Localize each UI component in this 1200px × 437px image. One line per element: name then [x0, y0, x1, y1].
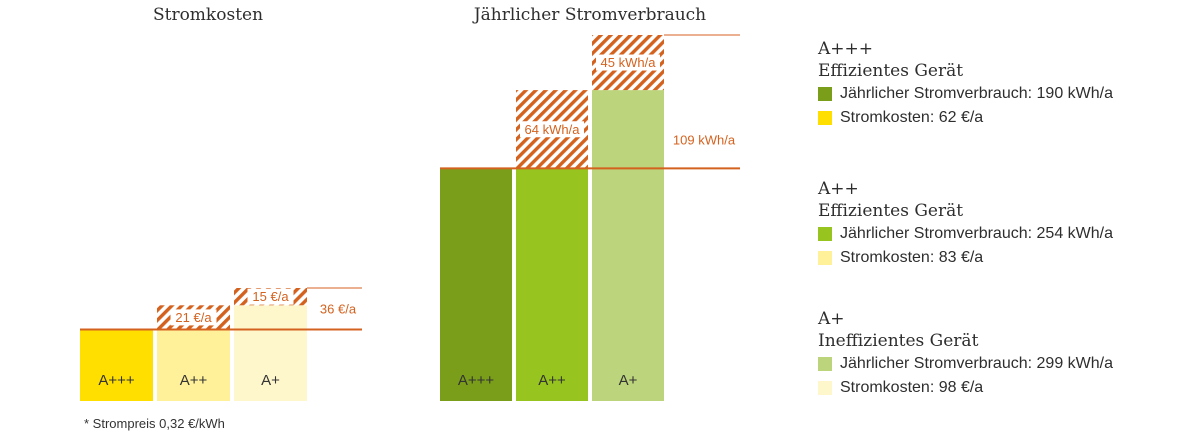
legend-group-a1plus: A+ Ineffizientes Gerät Jährlicher Stromv… [818, 308, 1188, 400]
legend-item-cost: Stromkosten: 83 €/a [818, 246, 1188, 270]
category-label: A+++ [458, 372, 495, 389]
legend-group-a3plus: A+++ Effizientes Gerät Jährlicher Stromv… [818, 38, 1188, 130]
legend-swatch-consumption [818, 357, 832, 371]
category-label: A++ [538, 372, 566, 389]
category-label: A++ [180, 372, 208, 389]
bar-upper-fill [234, 305, 307, 330]
total-difference-label: 109 kWh/a [673, 132, 736, 147]
category-label: A+ [261, 372, 280, 389]
legend-item-label: Stromkosten: 62 €/a [840, 109, 984, 126]
legend-subtitle: Ineffizientes Gerät [818, 331, 979, 351]
bar-Aplusplusplus [80, 329, 153, 401]
bar-Aplusplus [157, 329, 230, 401]
legend-item-label: Jährlicher Stromverbrauch: 254 kWh/a [840, 225, 1113, 242]
legend-subtitle: Effizientes Gerät [818, 61, 964, 81]
bar-upper-fill [592, 90, 664, 169]
legend-group-a2plus: A++ Effizientes Gerät Jährlicher Stromve… [818, 178, 1188, 270]
legend-item-cost: Stromkosten: 62 €/a [818, 106, 1188, 130]
legend-class-label: A++ [818, 179, 859, 199]
extra-value-label: 45 kWh/a [601, 55, 657, 70]
legend-swatch-consumption [818, 227, 832, 241]
legend-swatch-cost [818, 251, 832, 265]
legend-item-label: Stromkosten: 83 €/a [840, 249, 984, 266]
extra-label-bg [247, 288, 294, 305]
legend-class-label: A+ [818, 309, 845, 329]
extra-value-label: 15 €/a [252, 289, 289, 304]
legend-item-cost: Stromkosten: 98 €/a [818, 376, 1188, 400]
legend-swatch-cost [818, 111, 832, 125]
legend-class-label: A+++ [818, 39, 874, 59]
total-difference-label: 36 €/a [320, 302, 357, 317]
bar-Aplus [592, 168, 664, 401]
chart-title: Jährlicher Stromverbrauch [472, 5, 706, 25]
extra-label-bg [520, 121, 584, 138]
bar-Aplusplus [516, 168, 588, 401]
extra-label-bg [170, 309, 217, 326]
legend-item-consumption: Jährlicher Stromverbrauch: 254 kWh/a [818, 222, 1188, 246]
legend-item-consumption: Jährlicher Stromverbrauch: 299 kWh/a [818, 352, 1188, 376]
legend-swatch-consumption [818, 87, 832, 101]
bar-Aplus [234, 329, 307, 401]
legend-item-label: Jährlicher Stromverbrauch: 299 kWh/a [840, 355, 1113, 372]
chart-title: Stromkosten [153, 5, 263, 25]
legend-item-label: Jährlicher Stromverbrauch: 190 kWh/a [840, 85, 1113, 102]
legend-swatch-cost [818, 381, 832, 395]
category-label: A+ [619, 372, 638, 389]
legend-subtitle: Effizientes Gerät [818, 201, 964, 221]
extra-label-bg [596, 54, 660, 71]
legend-item-consumption: Jährlicher Stromverbrauch: 190 kWh/a [818, 82, 1188, 106]
bar-Aplusplusplus [440, 168, 512, 401]
legend-item-label: Stromkosten: 98 €/a [840, 379, 984, 396]
category-label: A+++ [98, 372, 135, 389]
extra-value-label: 64 kWh/a [525, 122, 581, 137]
footnote: * Strompreis 0,32 €/kWh [84, 416, 225, 431]
extra-value-label: 21 €/a [175, 310, 212, 325]
